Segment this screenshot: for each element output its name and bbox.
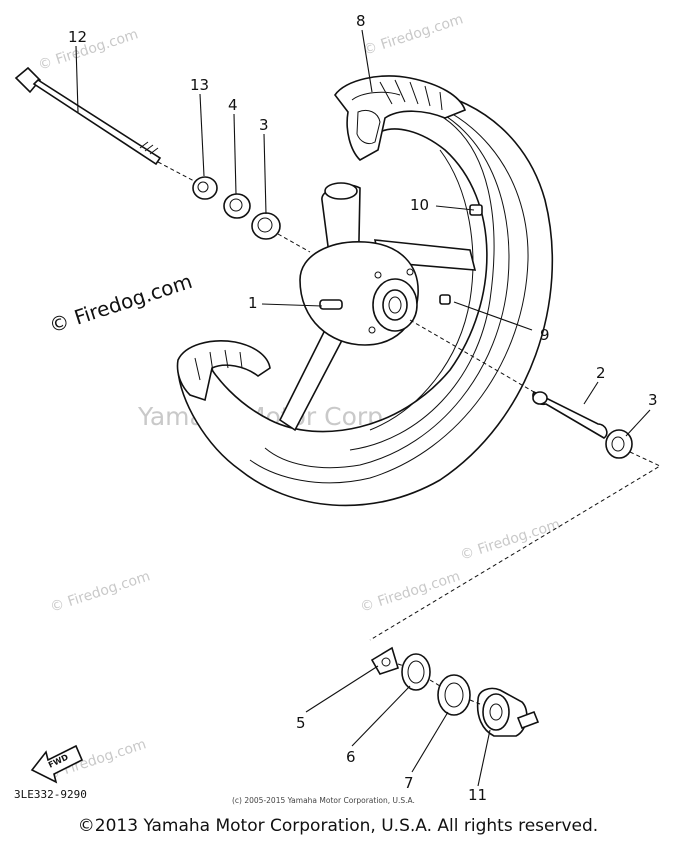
callout-9: 9	[540, 326, 550, 344]
rim-section-upper	[334, 75, 467, 161]
part-7-bearing	[437, 674, 471, 716]
part-4-oil-seal	[223, 193, 251, 219]
watermark-lower-far-right: © Firedog.com	[458, 516, 562, 563]
watermark-top-left: © Firedog.com	[36, 26, 140, 73]
wheel-hub	[299, 241, 451, 346]
callout-5: 5	[296, 714, 306, 732]
part-12-axle	[14, 66, 162, 166]
callout-2: 2	[596, 364, 606, 382]
part-3-bearing-upper	[251, 212, 281, 240]
callout-13: 13	[190, 76, 209, 94]
watermark-top-right: © Firedog.com	[361, 11, 465, 58]
part-5-retainer	[370, 646, 399, 675]
callout-3-upper: 3	[259, 116, 269, 134]
callout-12: 12	[68, 28, 87, 46]
callout-7: 7	[404, 774, 414, 792]
callouts: 12 13 4 3 8 10 1 9 2 3 5 6 7 11	[68, 12, 658, 804]
callout-10: 10	[410, 196, 429, 214]
callout-11: 11	[468, 786, 487, 804]
wheel-rim	[177, 86, 554, 507]
rim-section-lower	[176, 340, 271, 402]
callout-4: 4	[228, 96, 238, 114]
part-6-oil-seal	[401, 653, 431, 691]
part-2-spacer	[532, 390, 608, 439]
watermark-mid-left: © Firedog.com	[46, 269, 195, 338]
footer-copyright: ©2013 Yamaha Motor Corporation, U.S.A. A…	[77, 816, 599, 836]
watermark-lower-right: © Firedog.com	[358, 568, 462, 615]
callout-1: 1	[248, 294, 258, 312]
part-11-gear-unit	[476, 687, 540, 737]
callout-3-lower: 3	[648, 391, 658, 409]
leader-lines	[75, 29, 651, 787]
watermark-lower-left: © Firedog.com	[48, 568, 152, 615]
part-13-collar	[192, 176, 218, 200]
part-3-bearing-lower	[605, 429, 633, 459]
small-copyright: (c) 2005-2015 Yamaha Motor Corporation, …	[232, 796, 415, 805]
assembly-lines	[157, 161, 662, 705]
callout-8: 8	[356, 12, 366, 30]
diagram-code: 3LE332-9290	[14, 788, 87, 801]
callout-6: 6	[346, 748, 356, 766]
